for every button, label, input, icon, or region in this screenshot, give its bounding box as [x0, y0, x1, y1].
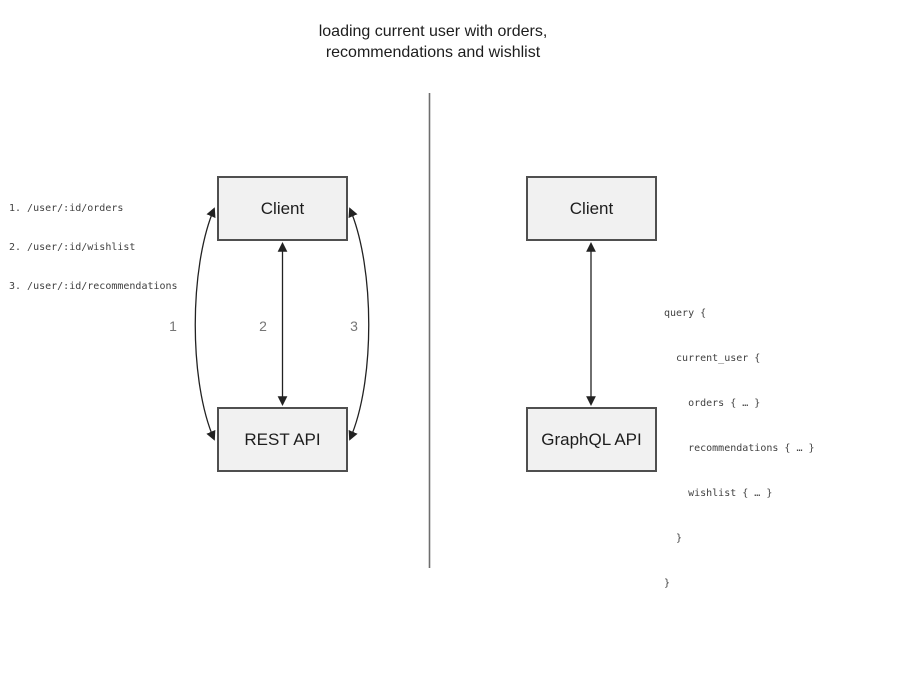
query-line: wishlist { … } — [664, 488, 773, 499]
query-line: recommendations { … } — [664, 443, 815, 454]
rest-client-label: Client — [260, 198, 305, 218]
rest-api-node: REST API — [217, 407, 348, 472]
graphql-client-label: Client — [569, 198, 614, 218]
arrow-label-3: 3 — [350, 318, 358, 334]
rest-api-label: REST API — [244, 429, 321, 449]
graphql-client-node: Client — [526, 176, 657, 241]
query-line: } — [664, 533, 683, 544]
rest-client-node: Client — [217, 176, 348, 241]
query-line: current_user { — [664, 353, 761, 364]
query-line: orders { … } — [664, 398, 761, 409]
rest-endpoints-list: 1. /user/:id/orders 2. /user/:id/wishlis… — [9, 176, 178, 319]
endpoint-item: 2. /user/:id/wishlist — [9, 242, 136, 253]
graphql-api-node: GraphQL API — [526, 407, 657, 472]
diagram-title: loading current user with orders, recomm… — [318, 23, 548, 61]
rest-arrow-1 — [194, 207, 216, 441]
endpoint-item: 3. /user/:id/recommendations — [9, 281, 178, 292]
endpoint-item: 1. /user/:id/orders — [9, 203, 124, 214]
query-line: query { — [664, 308, 707, 319]
query-line: } — [664, 578, 671, 589]
graphql-query-block: query { current_user { orders { … } reco… — [664, 276, 815, 621]
arrow-label-1: 1 — [169, 318, 177, 334]
arrow-label-2: 2 — [259, 318, 267, 334]
graphql-api-label: GraphQL API — [541, 429, 642, 449]
